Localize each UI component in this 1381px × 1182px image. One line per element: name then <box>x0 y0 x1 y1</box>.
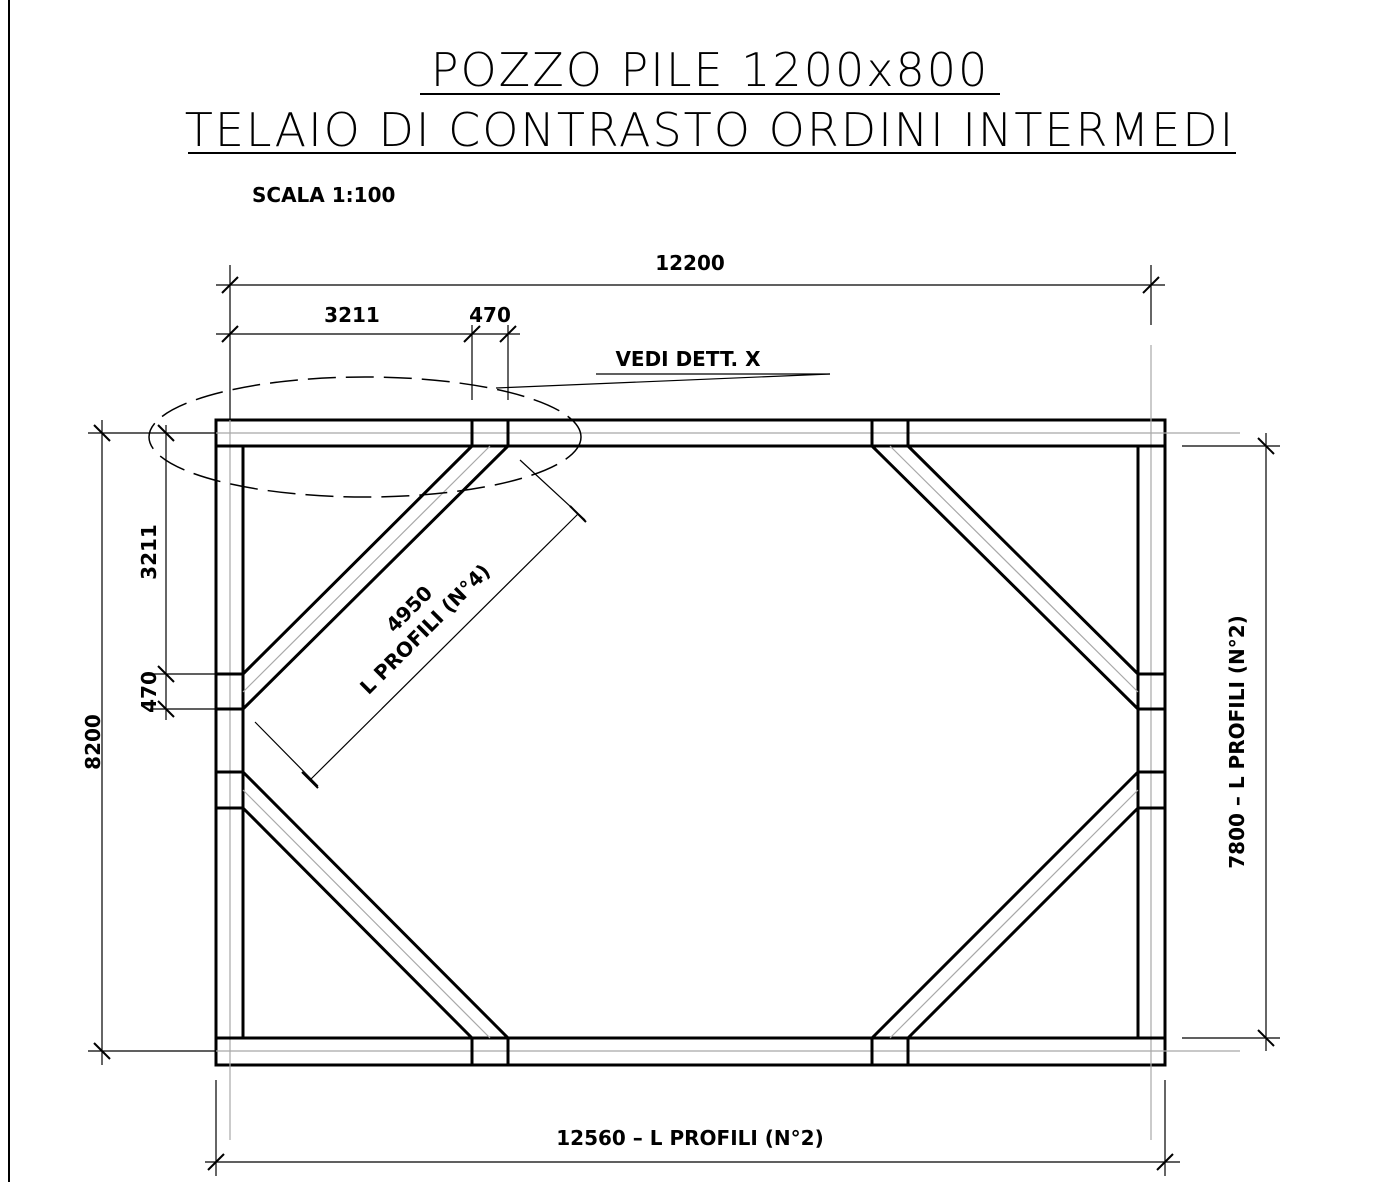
dim-label-top-3211: 3211 <box>324 303 380 327</box>
frame <box>214 418 1167 1067</box>
dim-label-top-470: 470 <box>469 303 511 327</box>
callout-label: VEDI DETT. X <box>615 347 761 371</box>
diagonal-brace-bottom-right <box>870 770 1140 1040</box>
dim-label-12200: 12200 <box>655 251 725 275</box>
title-line-2: TELAIO DI CONTRASTO ORDINI INTERMEDI <box>185 103 1235 157</box>
right-profile-label: 7800 – L PROFILI (N°2) <box>1225 615 1249 869</box>
detail-callout: VEDI DETT. X <box>148 347 831 498</box>
detail-ellipse <box>148 376 582 498</box>
title-line-1: POZZO PILE 1200x800 <box>431 43 990 97</box>
diagonal-brace-bottom-left <box>241 770 510 1040</box>
scale-label: SCALA 1:100 <box>252 183 395 207</box>
diagonal-brace-top-right <box>870 444 1140 711</box>
dim-bottom-profile: 12560 – L PROFILI (N°2) <box>205 1080 1180 1176</box>
dim-brace-offset: 3211 470 <box>216 303 520 420</box>
dim-overall-width: 12200 <box>216 251 1165 325</box>
dim-overall-height: 8200 <box>81 420 216 1065</box>
bottom-profile-label: 12560 – L PROFILI (N°2) <box>556 1126 823 1150</box>
dim-diagonal: 4950 L PROFILI (N°4) <box>254 459 587 789</box>
frame-outer <box>214 418 1167 1067</box>
dim-right-profile: 7800 – L PROFILI (N°2) <box>1165 432 1280 1052</box>
dim-label-8200: 8200 <box>81 714 105 770</box>
diagonal-profile-label: L PROFILI (N°4) <box>355 559 495 699</box>
dim-label-left-3211: 3211 <box>137 524 161 580</box>
dim-label-left-470: 470 <box>137 671 161 713</box>
dim-side-offset: 3211 470 <box>137 424 216 720</box>
